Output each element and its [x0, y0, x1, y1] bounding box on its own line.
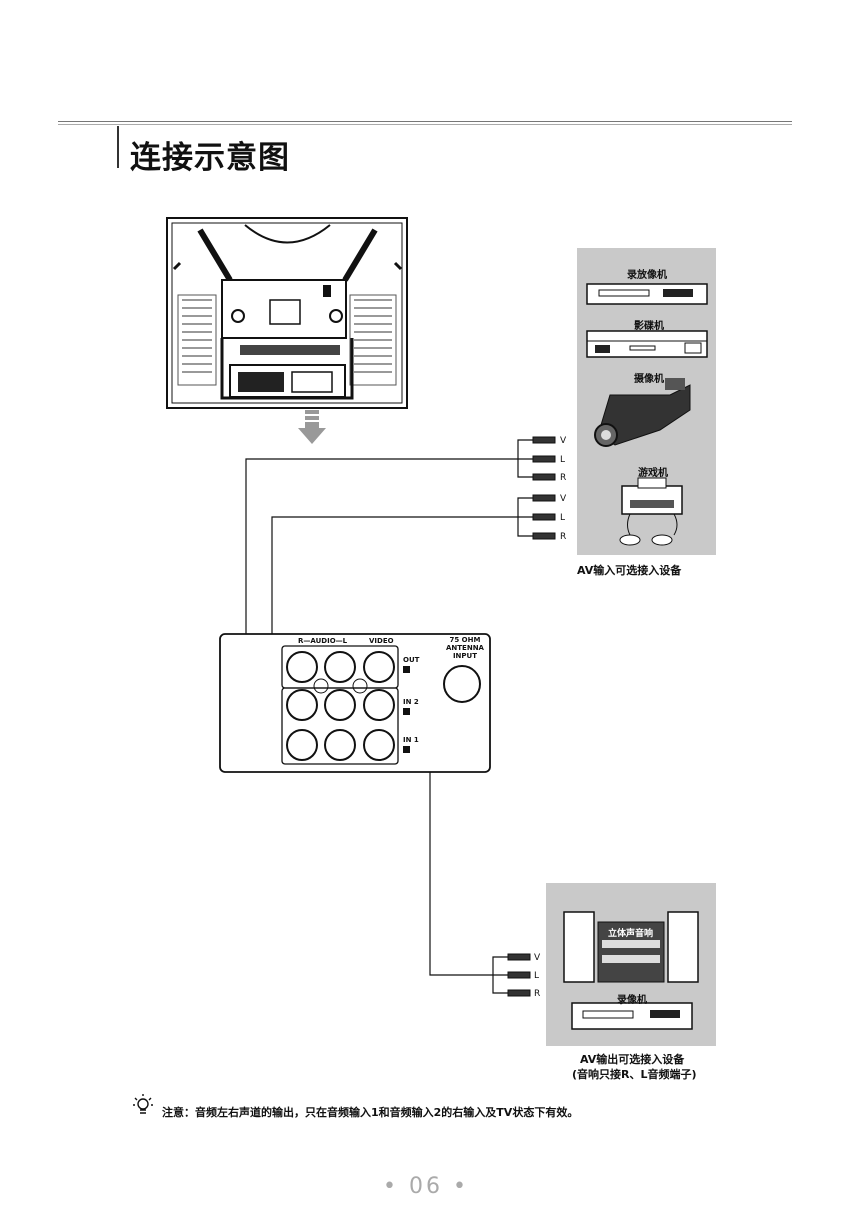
input-devices-caption: AV输入可选接入设备: [577, 564, 682, 577]
plug-label-l1: L: [560, 455, 566, 465]
bulb-icon: [133, 1094, 153, 1114]
stereo-label: 立体声音响: [608, 929, 654, 939]
page-number: • 06 •: [383, 1174, 469, 1199]
in1-label: IN 1: [403, 736, 419, 744]
out-label: OUT: [403, 656, 420, 664]
plug-label-v2: V: [560, 494, 567, 504]
tv-rear-illustration: [166, 217, 408, 409]
game-console-label: 游戏机: [638, 468, 668, 479]
vcr-illustration: [586, 283, 708, 305]
antenna-label: 75 OHM ANTENNA INPUT: [446, 636, 484, 660]
vcr-label: 录放像机: [627, 270, 667, 281]
output-devices-caption-1: AV输出可选接入设备: [580, 1053, 685, 1066]
plug-label-l2: L: [560, 513, 566, 523]
camcorder-label: 摄像机: [634, 374, 664, 385]
recorder-label: 录像机: [617, 995, 647, 1006]
stereo-illustration: [563, 911, 699, 983]
camcorder-illustration: [594, 378, 691, 447]
note-text: 注意：音频左右声道的输出，只在音频输入1和音频输入2的右输入及TV状态下有效。: [162, 1106, 579, 1119]
audio-label: R—AUDIO—L: [298, 637, 348, 645]
page-title: 连接示意图: [130, 140, 290, 176]
vcd-illustration: [586, 330, 708, 358]
recorder-illustration: [571, 1002, 693, 1030]
header-accent-bar: [117, 126, 119, 168]
video-label: VIDEO: [369, 637, 394, 645]
tv-connector-panel: [219, 633, 491, 773]
in2-label: IN 2: [403, 698, 419, 706]
output-plugs: [507, 953, 531, 997]
plug-label-r2: R: [560, 532, 567, 542]
game-console-illustration: [619, 477, 683, 546]
input-plugs-group-2: [532, 494, 556, 540]
down-arrow-icon: [298, 410, 326, 444]
plug-label-r1: R: [560, 473, 567, 483]
out-plug-label-l: L: [534, 971, 540, 981]
header-rule-top: [58, 121, 792, 122]
input-plugs-group-1: [532, 436, 556, 481]
plug-label-v1: V: [560, 436, 567, 446]
out-plug-label-v: V: [534, 953, 541, 963]
out-plug-label-r: R: [534, 989, 541, 999]
output-devices-caption-2: (音响只接R、L音频端子): [572, 1068, 697, 1081]
header-rule-bottom: [58, 124, 792, 125]
vcd-label: 影碟机: [634, 321, 664, 332]
